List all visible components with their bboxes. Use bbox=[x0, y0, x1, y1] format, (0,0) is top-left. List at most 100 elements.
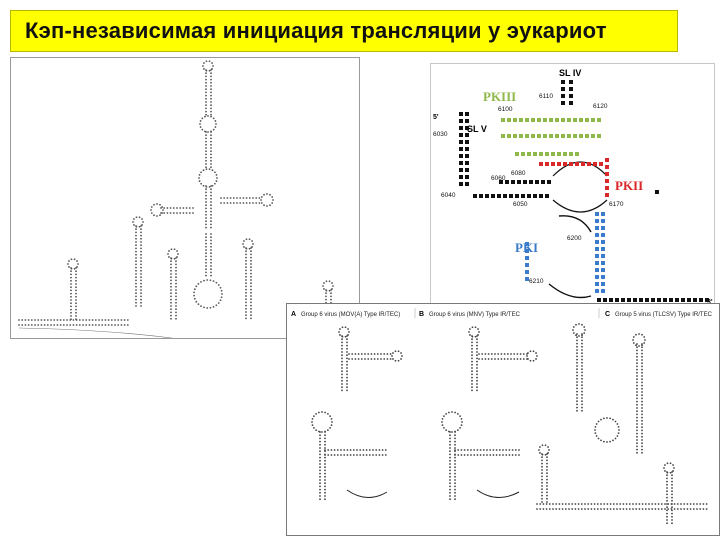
nucleotide-dot bbox=[75, 315, 77, 317]
nucleotide-dot bbox=[339, 328, 341, 330]
nucleotide-dot bbox=[666, 477, 668, 480]
nucleotide-dot bbox=[266, 193, 268, 195]
nucleotide bbox=[591, 118, 595, 122]
nucleotide-dot bbox=[636, 355, 638, 358]
nucleotide-dot bbox=[651, 503, 654, 505]
nucleotide-dot bbox=[239, 197, 242, 199]
nucleotide-dot bbox=[210, 210, 212, 213]
nucleotide-dot bbox=[135, 266, 137, 269]
nucleotide bbox=[581, 162, 585, 166]
nucleotide-dot bbox=[266, 205, 268, 207]
nucleotide-dot bbox=[636, 391, 638, 393]
nucleotide-dot bbox=[522, 353, 525, 355]
nucleotide bbox=[597, 118, 601, 122]
nucleotide-dot bbox=[541, 491, 543, 494]
nucleotide-dot bbox=[636, 384, 638, 387]
nucleotide-dot bbox=[449, 491, 451, 494]
nucleotide-dot bbox=[641, 349, 643, 352]
nucleotide-dot bbox=[168, 250, 170, 252]
nucleotide-dot bbox=[449, 437, 451, 440]
nucleotide-dot bbox=[182, 212, 185, 214]
nucleotide bbox=[615, 298, 619, 302]
nucleotide-dot bbox=[332, 285, 334, 287]
nucleotide-dot bbox=[210, 274, 212, 277]
nucleotide-dot bbox=[575, 323, 577, 326]
nucleotide bbox=[639, 298, 643, 302]
nucleotide-dot bbox=[313, 426, 315, 429]
nucleotide bbox=[557, 152, 561, 156]
nucleotide-dot bbox=[466, 454, 469, 456]
nucleotide-dot bbox=[175, 263, 177, 266]
nucleotide bbox=[605, 165, 609, 169]
nucleotide-dot bbox=[568, 503, 570, 505]
nucleotide-dot bbox=[341, 354, 343, 357]
nucleotide-dot bbox=[205, 188, 207, 191]
nucleotide-dot bbox=[546, 485, 548, 487]
section-label-c: C bbox=[605, 311, 610, 318]
nucleotide-dot bbox=[632, 336, 635, 338]
section-header-a: Group 6 virus (MOV(A) Type IR/TEC) bbox=[301, 312, 400, 318]
nucleotide-dot bbox=[70, 302, 72, 305]
nucleotide-dot bbox=[471, 376, 473, 379]
nucleotide bbox=[561, 118, 565, 122]
nucleotide-dot bbox=[223, 197, 226, 199]
nucleotide-dot bbox=[205, 242, 207, 245]
nucleotide-dot bbox=[210, 81, 212, 84]
nucleotide-dot bbox=[324, 495, 326, 497]
nucleotide-dot bbox=[135, 295, 137, 298]
nucleotide-dot bbox=[203, 279, 205, 282]
nucleotide-dot bbox=[600, 503, 602, 505]
section-header-c: Group 5 virus (TLCSV) Type IR/TEC bbox=[615, 312, 713, 318]
b-branch-right bbox=[478, 353, 528, 360]
nucleotide-dot bbox=[454, 475, 456, 478]
nucleotide-dot bbox=[341, 360, 343, 363]
nucleotide-dot bbox=[476, 354, 478, 357]
nucleotide-dot bbox=[449, 482, 451, 485]
nucleotide-dot bbox=[135, 269, 137, 272]
nucleotide-dot bbox=[449, 447, 451, 449]
nucleotide-dot bbox=[324, 440, 326, 443]
nucleotide-dot bbox=[576, 361, 578, 364]
nucleotide-dot bbox=[636, 368, 638, 371]
nucleotide-dot bbox=[217, 284, 220, 286]
nucleotide-dot bbox=[506, 353, 509, 355]
nucleotide-dot bbox=[576, 365, 578, 367]
nucleotide-dot bbox=[195, 300, 198, 303]
nucleotide-dot bbox=[107, 324, 110, 326]
nucleotide-dot bbox=[135, 260, 137, 263]
nucleotide-dot bbox=[203, 68, 205, 70]
nucleotide-dot bbox=[696, 508, 698, 510]
nucleotide-dot bbox=[185, 207, 188, 209]
nucleotide-dot bbox=[552, 508, 554, 510]
nucleotide bbox=[465, 112, 469, 116]
nucleotide-dot bbox=[546, 491, 548, 494]
nucleotide-dot bbox=[454, 488, 456, 491]
nucleotide-dot bbox=[612, 418, 614, 421]
nucleotide-dot bbox=[683, 503, 686, 505]
c-stem-far-left bbox=[541, 453, 548, 503]
nucleotide bbox=[525, 270, 529, 274]
nucleotide-dot bbox=[484, 353, 487, 355]
nucleotide-dot bbox=[576, 345, 578, 348]
nucleotide-dot bbox=[166, 207, 169, 209]
nucleotide-dot bbox=[581, 403, 583, 406]
nucleotide-dot bbox=[210, 94, 212, 97]
nucleotide-dot bbox=[346, 454, 349, 456]
nucleotide-dot bbox=[243, 240, 245, 242]
nucleotide-dot bbox=[587, 503, 590, 505]
nucleotide-dot bbox=[673, 467, 675, 469]
nucleotide bbox=[601, 289, 605, 293]
nucleotide-dot bbox=[205, 191, 207, 194]
nucleotide bbox=[605, 172, 609, 176]
nucleotide-dot bbox=[456, 413, 459, 415]
nucleotide-dot bbox=[173, 248, 176, 251]
nucleotide-dot bbox=[341, 386, 343, 389]
nucleotide-dot bbox=[175, 295, 177, 298]
nucleotide-dot bbox=[596, 508, 599, 510]
nucleotide-dot bbox=[216, 177, 218, 179]
nucleotide bbox=[459, 133, 463, 137]
nucleotide-dot bbox=[576, 400, 578, 403]
nucleotide-dot bbox=[664, 464, 666, 466]
nucleotide-dot bbox=[644, 503, 647, 505]
nucleotide-dot bbox=[541, 488, 543, 491]
